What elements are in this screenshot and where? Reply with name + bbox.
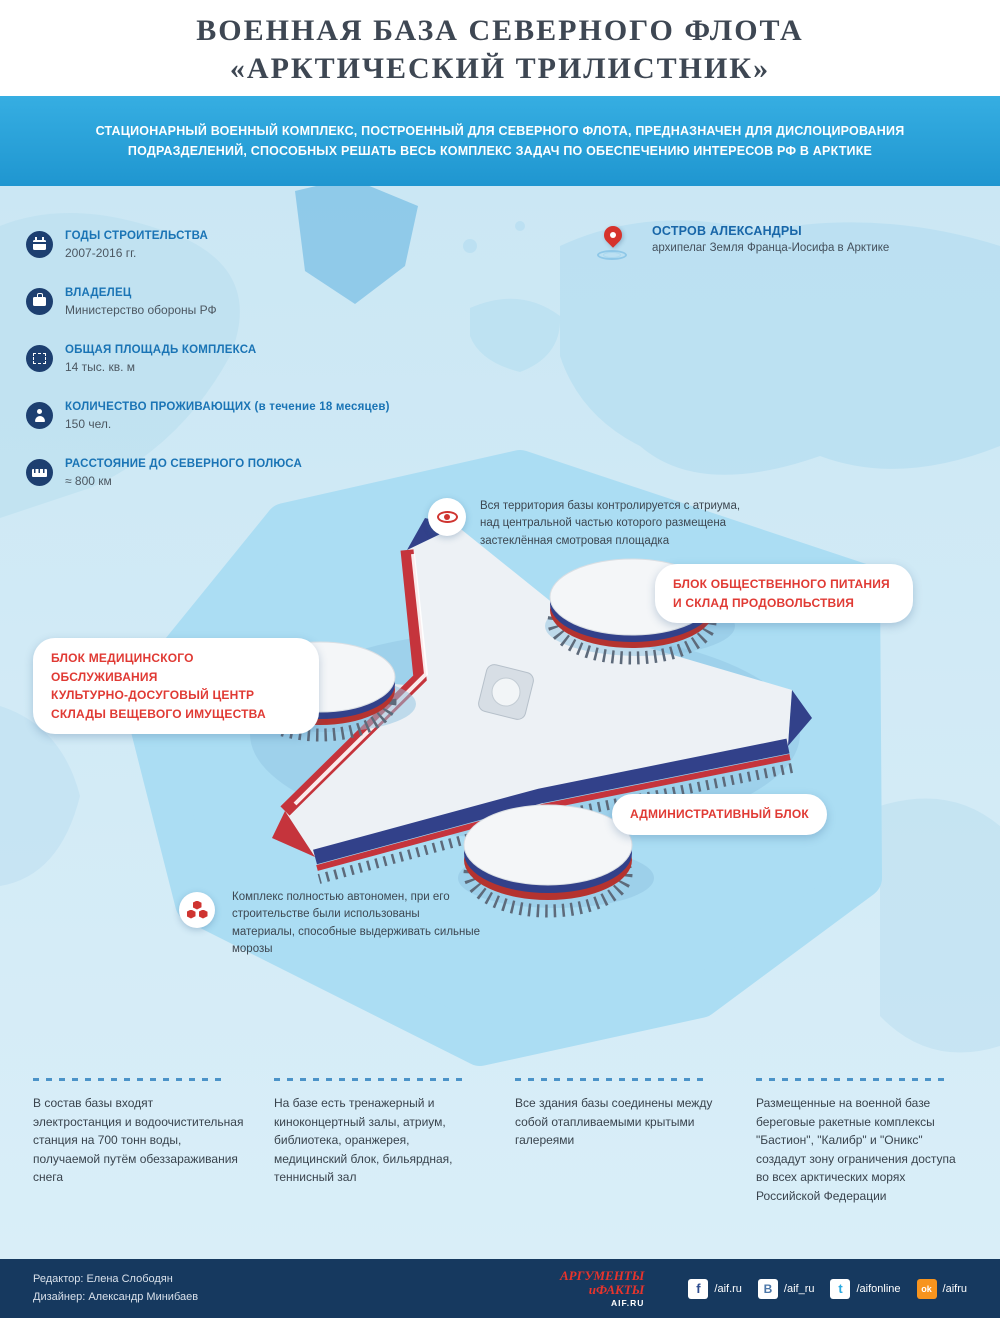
greenland-landmass — [295, 186, 418, 304]
aif-site: AIF.RU — [611, 1297, 645, 1308]
credit-designer: Дизайнер: Александр Минибаев — [33, 1290, 199, 1303]
fact-galleries: Все здания базы соединены между собой от… — [515, 1078, 726, 1206]
stat-value: 14 тыс. кв. м — [65, 360, 136, 374]
stat-owner: ВЛАДЕЛЕЦ Министерство обороны РФ — [26, 287, 506, 317]
briefcase-icon — [26, 288, 53, 315]
atrium-note: Вся территория базы контролируется с атр… — [480, 500, 741, 547]
person-icon — [26, 402, 53, 429]
social-facebook[interactable]: f /aif.ru — [688, 1278, 742, 1299]
trefoil-building — [272, 518, 812, 884]
vk-icon: В — [757, 1278, 778, 1299]
credits: Редактор: Елена Слободян Дизайнер: Алекс… — [33, 1271, 540, 1306]
russia-landmass — [560, 220, 1000, 475]
area-icon — [26, 345, 53, 372]
europe-landmass — [470, 298, 561, 372]
stat-value: 150 чел. — [65, 417, 112, 431]
stat-area: ОБЩАЯ ПЛОЩАДЬ КОМПЛЕКСА 14 тыс. кв. м — [26, 344, 506, 374]
page-title-line1: ВОЕННАЯ БАЗА СЕВЕРНОГО ФЛОТА — [196, 14, 804, 47]
north-america-landmass — [0, 213, 240, 519]
facts-row: В состав базы входят электростанция и во… — [33, 1078, 967, 1206]
fact-missiles: Размещенные на военной базе береговые ра… — [756, 1078, 967, 1206]
main-map-area: ГОДЫ СТРОИТЕЛЬСТВА 2007-2016 гг. ВЛАДЕЛЕ… — [0, 186, 1000, 1259]
stat-value: ≈ 800 км — [65, 474, 112, 488]
fact-amenities: На базе есть тренажерный и киноконцертны… — [274, 1078, 485, 1206]
autonomy-note: Комплекс полностью автономен, при его ст… — [232, 891, 481, 955]
ruler-icon — [26, 459, 53, 486]
social-handle: /aif.ru — [714, 1282, 742, 1295]
social-handle: /aifru — [942, 1282, 967, 1295]
calendar-icon — [26, 231, 53, 258]
odnoklassniki-icon: ok — [916, 1278, 937, 1299]
stat-residents: КОЛИЧЕСТВО ПРОЖИВАЮЩИХ (в течение 18 мес… — [26, 401, 506, 431]
landmass-west — [0, 706, 80, 886]
stat-distance: РАССТОЯНИЕ ДО СЕВЕРНОГО ПОЛЮСА ≈ 800 км — [26, 458, 506, 488]
label-medical-block: БЛОК МЕДИЦИНСКОГО ОБСЛУЖИВАНИЯ КУЛЬТУРНО… — [33, 638, 319, 735]
page-title: ВОЕННАЯ БАЗА СЕВЕРНОГО ФЛОТА «АРКТИЧЕСКИ… — [0, 12, 1000, 89]
social-links: f /aif.ru В /aif_ru t /aifonline ok /aif… — [688, 1278, 967, 1299]
social-handle: /aif_ru — [783, 1282, 815, 1295]
page-title-line2: «АРКТИЧЕСКИЙ ТРИЛИСТНИК» — [229, 52, 771, 86]
stat-label: ОБЩАЯ ПЛОЩАДЬ КОМПЛЕКСА — [65, 344, 257, 356]
stat-label: ВЛАДЕЛЕЦ — [65, 287, 132, 299]
fact-infrastructure: В состав базы входят электростанция и во… — [33, 1078, 244, 1206]
intro-banner-text: СТАЦИОНАРНЫЙ ВОЕННЫЙ КОМПЛЕКС, ПОСТРОЕНН… — [95, 124, 905, 158]
header: ВОЕННАЯ БАЗА СЕВЕРНОГО ФЛОТА «АРКТИЧЕСКИ… — [0, 0, 1000, 96]
social-vk[interactable]: В /aif_ru — [757, 1278, 815, 1299]
stat-label: КОЛИЧЕСТВО ПРОЖИВАЮЩИХ (в течение 18 мес… — [65, 401, 390, 413]
credit-editor: Редактор: Елена Слободян — [33, 1272, 173, 1285]
location-title: ОСТРОВ АЛЕКСАНДРЫ — [652, 224, 802, 238]
social-odnoklassniki[interactable]: ok /aifru — [916, 1278, 967, 1299]
intro-banner: СТАЦИОНАРНЫЙ ВОЕННЫЙ КОМПЛЕКС, ПОСТРОЕНН… — [0, 96, 1000, 186]
social-handle: /aifonline — [856, 1282, 901, 1295]
location-callout: ОСТРОВ АЛЕКСАНДРЫ архипелаг Земля Франца… — [597, 222, 890, 264]
social-twitter[interactable]: t /aifonline — [830, 1278, 901, 1299]
atrium-dome — [491, 677, 521, 707]
location-subtitle: архипелаг Земля Франца-Иосифа в Арктике — [652, 242, 890, 254]
molecule-icon — [179, 892, 215, 928]
stat-label: РАССТОЯНИЕ ДО СЕВЕРНОГО ПОЛЮСА — [65, 458, 302, 470]
facebook-icon: f — [688, 1278, 709, 1299]
pad-admin-block — [458, 804, 654, 918]
footer: Редактор: Елена Слободян Дизайнер: Алекс… — [0, 1259, 1000, 1318]
stat-years: ГОДЫ СТРОИТЕЛЬСТВА 2007-2016 гг. — [26, 230, 506, 260]
eye-icon — [428, 498, 466, 536]
map-pin-icon — [597, 222, 627, 264]
landmass-east — [880, 798, 1000, 1053]
aif-logo: АРГУМЕНТЫ иФАКТЫ AIF.RU — [559, 1268, 645, 1308]
label-food-block: БЛОК ОБЩЕСТВЕННОГО ПИТАНИЯ И СКЛАД ПРОДО… — [655, 564, 913, 624]
twitter-icon: t — [830, 1278, 851, 1299]
stat-value: Министерство обороны РФ — [65, 303, 217, 317]
stat-value: 2007-2016 гг. — [65, 246, 137, 260]
stat-label: ГОДЫ СТРОИТЕЛЬСТВА — [65, 230, 209, 242]
label-admin-block: АДМИНИСТРАТИВНЫЙ БЛОК — [612, 794, 827, 835]
